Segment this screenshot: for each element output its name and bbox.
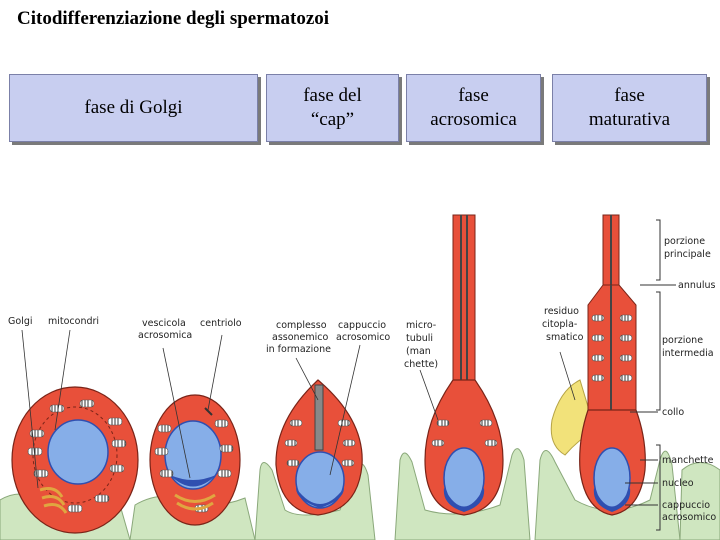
- label-cappuccio-1: cappuccio: [338, 320, 386, 331]
- label-micro-1: micro-: [406, 320, 436, 331]
- label-cappuccio-2: acrosomico: [336, 332, 390, 343]
- leader-lines: [21, 329, 576, 489]
- cell-golgi-phase: [11, 386, 139, 534]
- region-brackets: [625, 219, 676, 531]
- label-centriolo: centriolo: [200, 318, 242, 329]
- phase-box-cap: fase del “cap”: [266, 74, 399, 142]
- label-micro-2: tubuli: [406, 333, 433, 344]
- label-cappuccio-acrosomico-1: cappuccio: [662, 500, 710, 511]
- label-nucleo: nucleo: [662, 478, 694, 489]
- label-complesso-1: complesso: [276, 320, 327, 331]
- label-mitocondri: mitocondri: [48, 316, 99, 327]
- label-cappuccio-acrosomico-2: acrosomico: [662, 512, 716, 523]
- label-micro-3: (man: [406, 346, 431, 357]
- label-complesso-3: in formazione: [266, 344, 331, 355]
- label-vescicola-1: vescicola: [142, 318, 186, 329]
- phase-box-maturativa: fase maturativa: [552, 74, 707, 142]
- label-porzione-principale-2: principale: [664, 249, 711, 260]
- phase-box-acrosomica: fase acrosomica: [406, 74, 541, 142]
- label-annulus: annulus: [678, 280, 716, 291]
- label-residuo-1: residuo: [544, 306, 579, 317]
- label-residuo-3: smatico: [546, 332, 584, 343]
- label-manchette: manchette: [662, 455, 714, 466]
- label-porzione-intermedia-1: porzione: [662, 335, 703, 346]
- label-porzione-intermedia-2: intermedia: [662, 348, 714, 359]
- label-porzione-principale-1: porzione: [664, 236, 705, 247]
- label-residuo-2: citopla-: [542, 319, 577, 330]
- cell-maturation-phase: [550, 214, 646, 516]
- cell-golgi-vesicle: [149, 394, 241, 526]
- page-title: Citodifferenziazione degli spermatozoi: [17, 8, 330, 29]
- label-micro-4: chette): [404, 359, 438, 370]
- label-collo: collo: [662, 407, 684, 418]
- label-complesso-2: assonemico: [272, 332, 329, 343]
- cell-acrosome-phase: [424, 214, 504, 516]
- label-golgi: Golgi: [8, 316, 32, 327]
- phase-box-golgi: fase di Golgi: [9, 74, 258, 142]
- label-vescicola-2: acrosomica: [138, 330, 192, 341]
- cell-cap-phase: [275, 379, 363, 516]
